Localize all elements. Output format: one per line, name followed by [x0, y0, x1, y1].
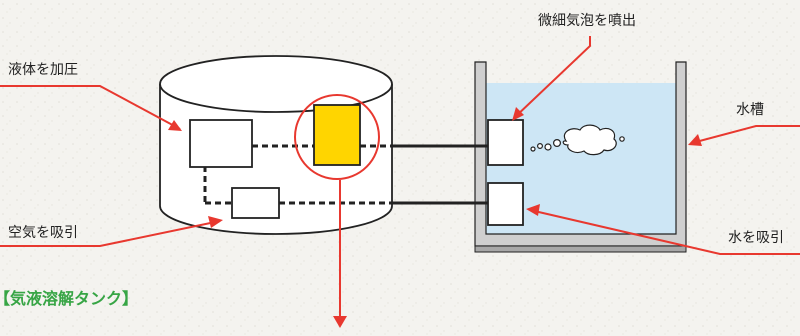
label-air-intake: 空気を吸引	[8, 225, 78, 241]
water-inlet	[487, 182, 524, 226]
label-micro-bubbles: 微細気泡を噴出	[538, 13, 636, 29]
bubble-nozzle	[487, 119, 524, 166]
annotation-arrows	[0, 36, 800, 318]
pressurizer-box	[189, 119, 253, 168]
internal-piping	[203, 144, 390, 205]
air-intake-box	[231, 187, 280, 219]
section-title: 【気液溶解タンク】	[0, 289, 139, 308]
label-water-tank: 水槽	[736, 102, 764, 118]
arrowheads	[168, 107, 702, 328]
label-pressurize: 液体を加圧	[8, 62, 78, 78]
label-water-intake: 水を吸引	[728, 230, 784, 246]
highlight-circle	[294, 94, 380, 180]
external-pipes	[390, 144, 488, 205]
dissolution-unit	[313, 104, 361, 166]
bubble-cloud-icon	[530, 124, 625, 156]
